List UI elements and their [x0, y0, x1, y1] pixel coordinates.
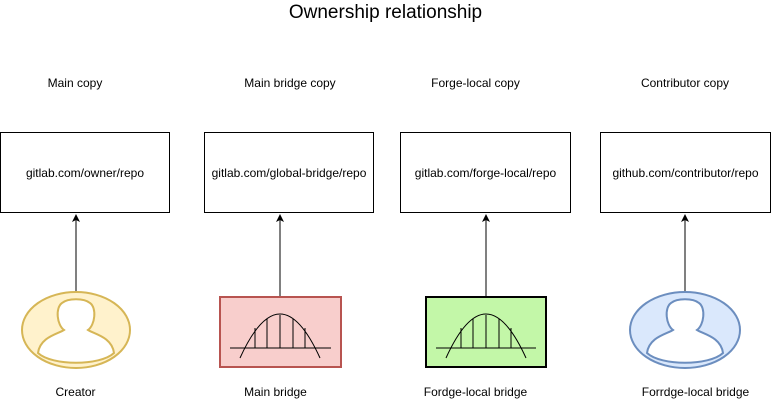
- column-heading-main-copy: Main copy: [47, 76, 103, 90]
- actor-label-main-bridge: Main bridge: [244, 385, 307, 399]
- column-heading-main-bridge-copy: Main bridge copy: [244, 76, 336, 90]
- main-bridge-icon: [219, 296, 342, 368]
- repo-box-main-bridge-copy: gitlab.com/global-bridge/repo: [204, 132, 374, 213]
- actor-label-creator: Creator: [55, 385, 96, 399]
- repo-box-main-copy: gitlab.com/owner/repo: [0, 132, 170, 213]
- repo-box-forge-local-copy: gitlab.com/forge-local/repo: [400, 132, 571, 213]
- contributor-person-icon: [629, 291, 741, 369]
- actor-label-forge-local-bridge: Fordge-local bridge: [423, 385, 528, 399]
- diagram-title: Ownership relationship: [288, 2, 483, 23]
- column-heading-forge-local-copy: Forge-local copy: [431, 76, 520, 90]
- creator-person-icon: [21, 291, 131, 369]
- forge-local-bridge-icon: [425, 296, 547, 368]
- column-heading-contributor-copy: Contributor copy: [640, 76, 730, 90]
- actor-label-contributor-bridge: Forrdge-local bridge: [641, 385, 750, 399]
- repo-box-contributor-copy: github.com/contributor/repo: [600, 132, 771, 213]
